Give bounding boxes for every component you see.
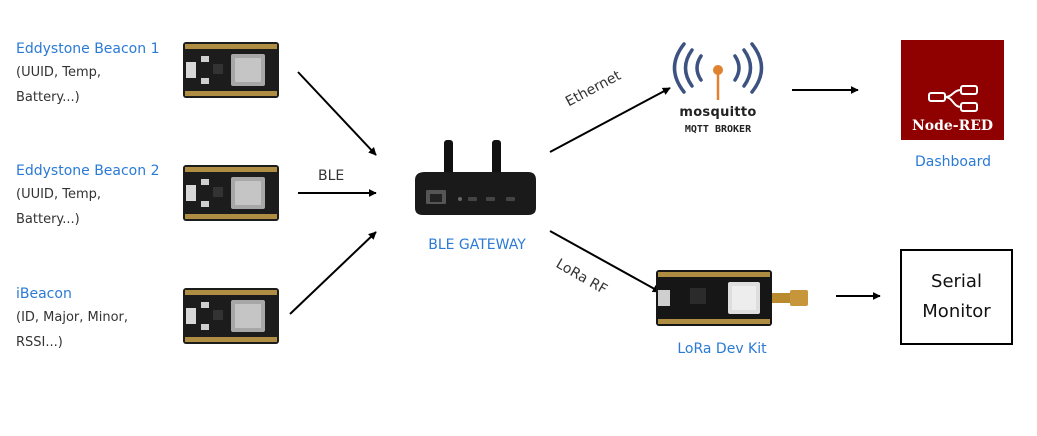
beacon-1-board-image (183, 42, 279, 98)
arrow-gateway-to-lora-kit (549, 230, 661, 293)
nodered-name: Node-RED (911, 118, 994, 134)
beacon-3-text: iBeacon (ID, Major, Minor, RSSI...) (16, 286, 128, 355)
serial-monitor-box: Serial Monitor (900, 249, 1013, 345)
lora-kit-label: LoRa Dev Kit (677, 341, 767, 357)
edge-label-ble: BLE (318, 168, 345, 184)
beacon-2-title: Eddystone Beacon 2 (16, 163, 160, 179)
mosquitto-logo (672, 42, 764, 100)
beacon-1-text: Eddystone Beacon 1 (UUID, Temp, Battery.… (16, 41, 159, 110)
arrow-beacon-3-to-gateway (289, 231, 377, 315)
beacon-3-title: iBeacon (16, 286, 72, 302)
beacon-2-text: Eddystone Beacon 2 (UUID, Temp, Battery.… (16, 163, 159, 232)
beacon-3-board-image (183, 288, 279, 344)
serial-monitor-line2: Monitor (922, 301, 991, 322)
beacon-1-desc-line1: (UUID, Temp, (16, 65, 101, 80)
gateway-label: BLE GATEWAY (428, 237, 526, 253)
beacon-2-board-image (183, 165, 279, 221)
nodered-logo: Node-RED (901, 40, 1004, 140)
beacon-3-desc-line1: (ID, Major, Minor, (16, 310, 129, 325)
beacon-3-desc-line2: RSSI...) (16, 335, 63, 350)
arrow-gateway-to-mosquitto (549, 87, 671, 153)
arrow-beacon-1-to-gateway (297, 71, 377, 156)
beacon-2-desc-line1: (UUID, Temp, (16, 187, 101, 202)
mosquitto-name: mosquitto (679, 105, 757, 120)
beacon-1-desc-line2: Battery...) (16, 90, 80, 105)
nodered-flow-icon (928, 85, 978, 112)
dashboard-label: Dashboard (915, 154, 991, 170)
beacon-1-title: Eddystone Beacon 1 (16, 41, 160, 57)
gateway-device-image (415, 140, 536, 215)
lora-dev-kit-image (656, 270, 808, 326)
beacon-2-desc-line2: Battery...) (16, 212, 80, 227)
mosquitto-subtitle: MQTT BROKER (684, 124, 752, 135)
serial-monitor-line1: Serial (931, 271, 982, 292)
